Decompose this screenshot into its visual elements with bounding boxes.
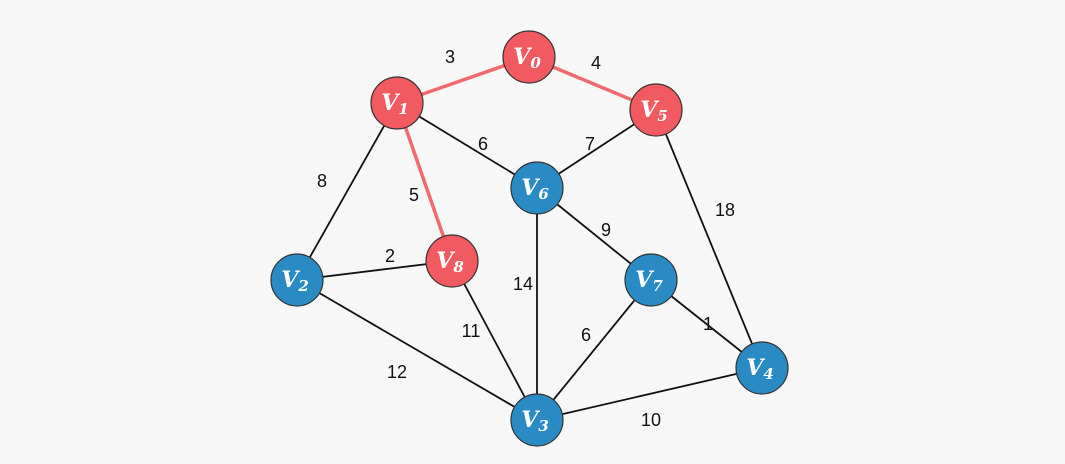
node-label: V8 [436, 248, 464, 276]
node-circle [502, 30, 556, 84]
node-V1[interactable]: V1 [370, 76, 424, 130]
edge-weight-V7-V4: 1 [703, 314, 713, 334]
node-label: V5 [640, 97, 668, 125]
node-V3[interactable]: V3 [510, 393, 564, 447]
edge-weight-V0-V1: 3 [445, 47, 455, 67]
node-circle [510, 161, 564, 215]
node-V0[interactable]: V0 [502, 30, 556, 84]
node-label: V2 [281, 267, 309, 295]
edge-V2-V3 [296, 279, 538, 421]
node-circle [624, 253, 678, 307]
edge-weight-V5-V4: 18 [715, 200, 735, 220]
edge-weight-V6-V7: 9 [601, 220, 611, 240]
node-V8[interactable]: V8 [425, 234, 479, 288]
node-circle [270, 253, 324, 307]
edge-V7-V3 [536, 279, 652, 421]
edge-V1-V2 [296, 102, 398, 281]
edge-V1-V8 [395, 102, 454, 262]
node-V6[interactable]: V6 [510, 161, 564, 215]
edge-V8-V3 [451, 260, 538, 421]
edge-weight-V1-V8: 5 [409, 185, 419, 205]
node-circle [735, 341, 789, 395]
node-V2[interactable]: V2 [270, 253, 324, 307]
node-label: V6 [521, 175, 549, 203]
node-V4[interactable]: V4 [735, 341, 789, 395]
edge-weight-V6-V3: 14 [513, 274, 533, 294]
edge-V3-V4 [536, 367, 763, 421]
node-label: V3 [521, 407, 549, 435]
node-label: V7 [635, 267, 663, 295]
node-label: V4 [746, 355, 774, 383]
edge-weight-V7-V3: 6 [581, 325, 591, 345]
node-circle [370, 76, 424, 130]
node-circle [629, 83, 683, 137]
edge-weight-V2-V3: 12 [387, 362, 407, 382]
edge-V5-V4 [655, 109, 763, 369]
node-circle [510, 393, 564, 447]
node-label: V0 [513, 44, 541, 72]
edge-weight-V8-V3: 11 [462, 321, 481, 341]
edge-weight-V2-V8: 2 [385, 246, 395, 266]
edge-weight-V1-V2: 8 [317, 171, 327, 191]
edge-weight-V3-V4: 10 [641, 410, 661, 430]
node-V7[interactable]: V7 [624, 253, 678, 307]
edge-weight-V0-V5: 4 [591, 53, 601, 73]
node-circle [425, 234, 479, 288]
edge-weight-V1-V6: 6 [478, 134, 488, 154]
edge-V1-V6 [396, 102, 538, 189]
node-label: V1 [381, 90, 409, 118]
node-V5[interactable]: V5 [629, 83, 683, 137]
edge-weight-V5-V6: 7 [585, 134, 595, 154]
